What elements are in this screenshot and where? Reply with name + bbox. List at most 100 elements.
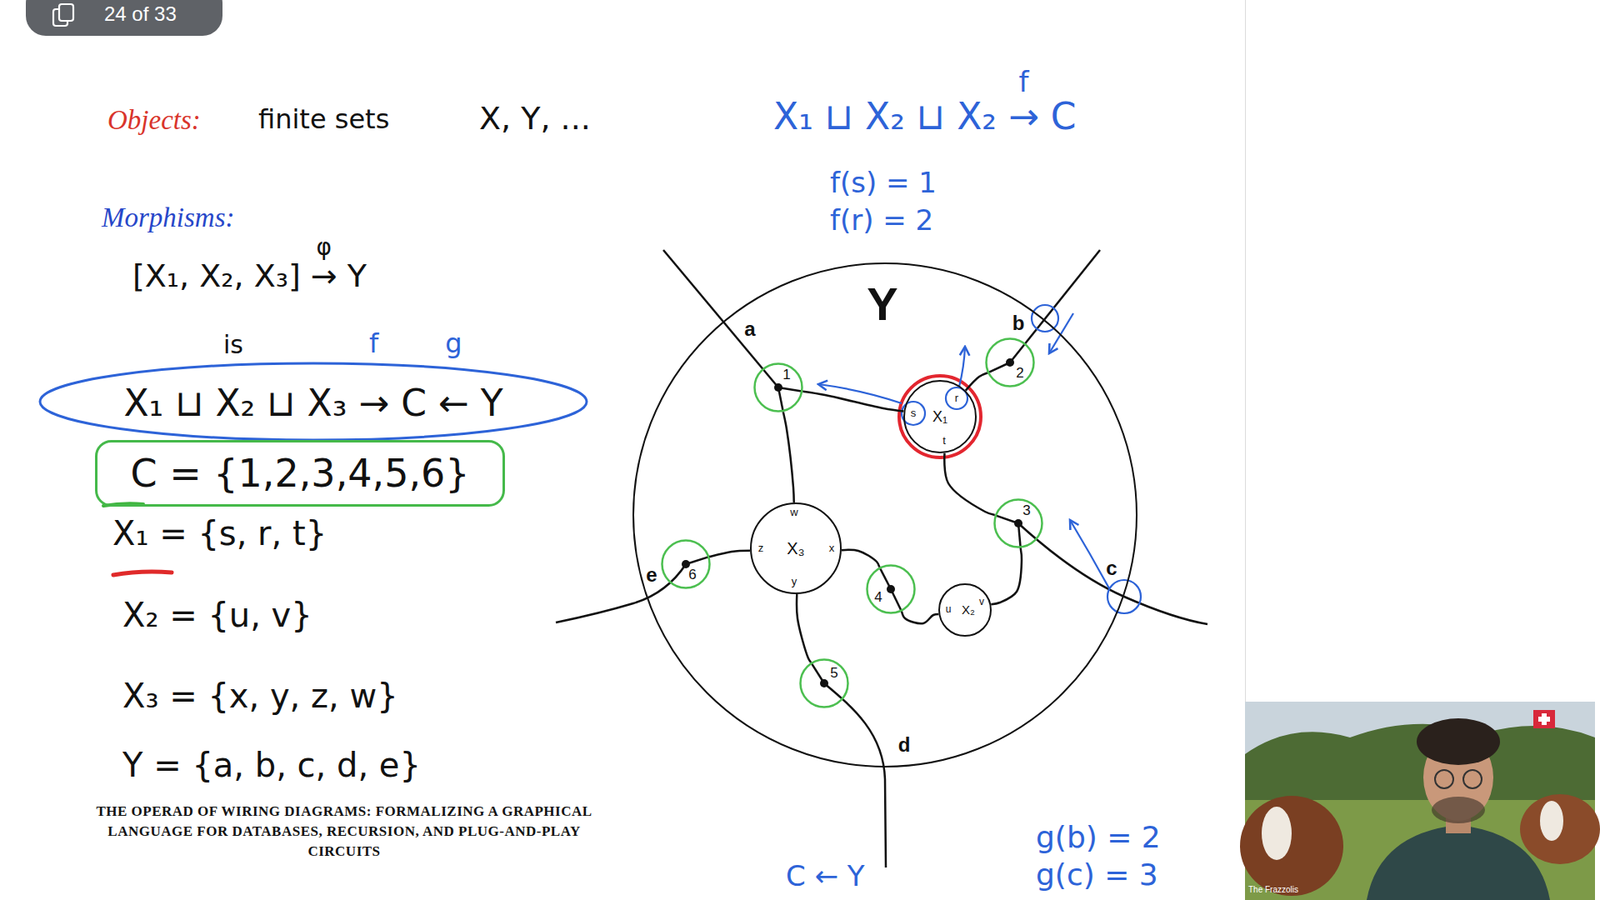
junction-dot bbox=[820, 679, 829, 688]
webcam-cow-patch bbox=[1261, 806, 1292, 860]
junction-dot bbox=[774, 383, 783, 392]
webcam-person-glasses bbox=[1435, 770, 1454, 789]
webcam-caption: The Frazzolis bbox=[1248, 885, 1299, 895]
webcam-person-hair bbox=[1416, 718, 1500, 765]
junction-point: 3 bbox=[993, 498, 1044, 549]
junction-ring bbox=[986, 339, 1035, 387]
map-label: f bbox=[1018, 65, 1029, 99]
webcam-feed bbox=[1240, 701, 1600, 900]
webcam-flag bbox=[1533, 710, 1555, 729]
box-outline bbox=[96, 441, 505, 506]
port-label: z bbox=[758, 542, 765, 555]
junction-point-outline bbox=[660, 539, 711, 590]
webcam-flag-cross bbox=[1538, 716, 1550, 722]
section-heading: Morphisms: bbox=[101, 202, 235, 235]
junction-point: 2 bbox=[985, 337, 1035, 388]
handwritten-note: is bbox=[223, 330, 244, 360]
wire bbox=[990, 548, 1022, 605]
set-definition: X₂ = {u, v} bbox=[122, 595, 313, 635]
blue-annotation-arrow bbox=[959, 346, 965, 387]
map-label: g bbox=[445, 328, 462, 360]
wire bbox=[783, 411, 795, 503]
junction-number: 5 bbox=[830, 665, 838, 682]
junction-ring bbox=[800, 660, 849, 708]
junction-point-outline bbox=[865, 564, 916, 615]
circle-outline bbox=[904, 380, 976, 453]
circle-outline bbox=[939, 584, 991, 636]
interface-name: X₁ bbox=[932, 408, 948, 426]
page-counter: 24 of 33 bbox=[104, 2, 177, 26]
copy-icon-front bbox=[59, 4, 74, 21]
webcam-cow bbox=[1520, 794, 1600, 865]
cospan-formula: X₁ ⊔ X₂ ⊔ X₃ → C ← Y bbox=[123, 382, 503, 425]
junction-dot bbox=[1014, 519, 1023, 528]
webcam-person-beard bbox=[1431, 796, 1485, 824]
paper-caption: THE OPERAD OF WIRING DIAGRAMS: FORMALIZI… bbox=[94, 801, 595, 861]
map-value: f(s) = 1 bbox=[830, 166, 937, 200]
wire bbox=[803, 391, 905, 412]
junction-point-outline bbox=[993, 498, 1044, 549]
junction-point-outline bbox=[753, 362, 804, 413]
handwritten-formula: C ← Y bbox=[785, 860, 865, 893]
outer-wire bbox=[555, 564, 686, 623]
junction-point: 4 bbox=[865, 564, 916, 615]
junction-number: 2 bbox=[1015, 365, 1024, 382]
inner-interface-circle: X₂uv bbox=[938, 583, 992, 637]
map-value: f(r) = 2 bbox=[830, 204, 934, 237]
interface-name: X₃ bbox=[786, 539, 805, 559]
port-label: t bbox=[942, 435, 946, 448]
handwritten-formula: [X₁, X₂, X₃] → Y bbox=[132, 258, 367, 295]
junction-point-outline bbox=[799, 658, 850, 709]
blue-annotation-arrow bbox=[1049, 313, 1074, 354]
junction-number: 4 bbox=[874, 589, 882, 606]
port-label: y bbox=[791, 575, 798, 589]
blue-port-ring bbox=[1031, 305, 1059, 332]
wire bbox=[706, 550, 750, 558]
outer-wire bbox=[824, 683, 886, 868]
outer-interface-circle: 1X₁srt236X₃wzxy4X₂uv5Y bbox=[632, 262, 1138, 768]
inner-interface-circle: X₁srt bbox=[903, 380, 977, 454]
map-label: f bbox=[369, 328, 379, 360]
port-label: a bbox=[744, 317, 755, 341]
port-label: d bbox=[898, 733, 911, 757]
junction-ring bbox=[867, 565, 915, 614]
cospan-ellipse: X₁ ⊔ X₂ ⊔ X₃ → C ← Yfg bbox=[38, 361, 589, 442]
blue-annotation-arrow bbox=[818, 384, 902, 404]
set-definition: X₁ = {s, r, t} bbox=[112, 514, 327, 553]
port-label: w bbox=[790, 506, 798, 520]
screen-divider bbox=[1245, 0, 1246, 702]
outer-wire bbox=[1010, 250, 1100, 363]
set-definition: Y = {a, b, c, d, e} bbox=[122, 745, 421, 785]
webcam-cow-patch bbox=[1540, 800, 1564, 841]
map-value: g(b) = 2 bbox=[1035, 820, 1161, 855]
junction-dot bbox=[886, 585, 895, 594]
interface-name: X₂ bbox=[961, 602, 975, 617]
map-value: g(c) = 3 bbox=[1035, 857, 1159, 892]
circle-outline bbox=[750, 503, 841, 594]
port-label: s bbox=[910, 407, 917, 420]
set-definition: C = {1,2,3,4,5,6} bbox=[130, 451, 470, 496]
port-label: b bbox=[1012, 311, 1025, 335]
wire bbox=[944, 453, 995, 515]
handwritten-formula: X₁ ⊔ X₂ ⊔ X₂ → C bbox=[773, 95, 1077, 139]
wire bbox=[796, 594, 811, 663]
junction-ring bbox=[755, 364, 803, 412]
junction-point-outline bbox=[985, 337, 1035, 388]
handwritten-note: X, Y, ... bbox=[479, 100, 591, 138]
morphism-symbol: φ bbox=[316, 234, 332, 261]
port-label: x bbox=[829, 542, 835, 555]
junction-point: 5 bbox=[799, 658, 850, 709]
wire bbox=[901, 611, 939, 624]
port-label: u bbox=[945, 604, 952, 616]
outer-interface-circle-outline bbox=[632, 262, 1138, 768]
blue-annotation-arrow bbox=[1070, 520, 1110, 589]
outer-wire bbox=[1018, 523, 1208, 625]
inner-interface-circle: X₃ w z x y bbox=[750, 502, 842, 595]
port-label: c bbox=[1105, 556, 1117, 580]
wire bbox=[965, 373, 988, 391]
webcam-person-glasses bbox=[1463, 770, 1482, 789]
apex-set-box: C = {1,2,3,4,5,6} bbox=[95, 440, 505, 507]
junction-point: 1 bbox=[753, 362, 804, 413]
ellipse-outline bbox=[40, 363, 587, 440]
